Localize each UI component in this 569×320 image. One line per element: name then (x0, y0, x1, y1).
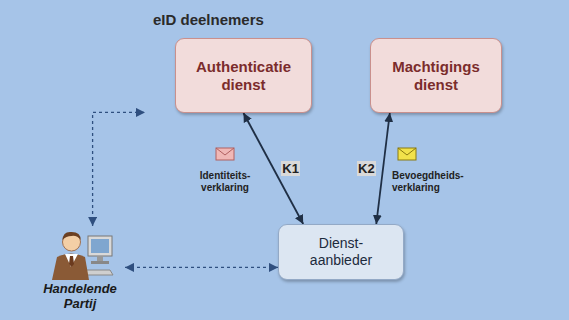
service-box: Authenticatie dienst (175, 38, 312, 113)
message-label: Bevoegdheids- verklaring (392, 170, 482, 193)
dashed-arrow (125, 267, 278, 268)
actor-figure: Handelende Partij (35, 226, 125, 318)
message-label: Identiteits- verklaring (185, 170, 265, 193)
participants-group: eID deelnemersAuthenticatie dienst Machti… (145, 6, 507, 196)
channel-label: K2 (357, 161, 376, 176)
envelope-icon (216, 148, 234, 160)
provider-box: Dienst- aanbieder (278, 224, 404, 280)
provider-name: Dienst- aanbieder (295, 235, 387, 269)
message-arrow (244, 113, 304, 224)
service-name: Authenticatie dienst (185, 58, 303, 94)
channel-label: K1 (281, 161, 300, 176)
service-name: Machtigings dienst (380, 58, 492, 94)
group-heading: eID deelnemers (145, 6, 507, 28)
person-icon (44, 226, 116, 280)
envelope-icon (398, 148, 416, 160)
message-arrow (376, 113, 390, 224)
dashed-arrow (93, 112, 145, 226)
actor-name: Handelende Partij (37, 282, 123, 312)
service-box: Machtigings dienst (370, 38, 502, 113)
